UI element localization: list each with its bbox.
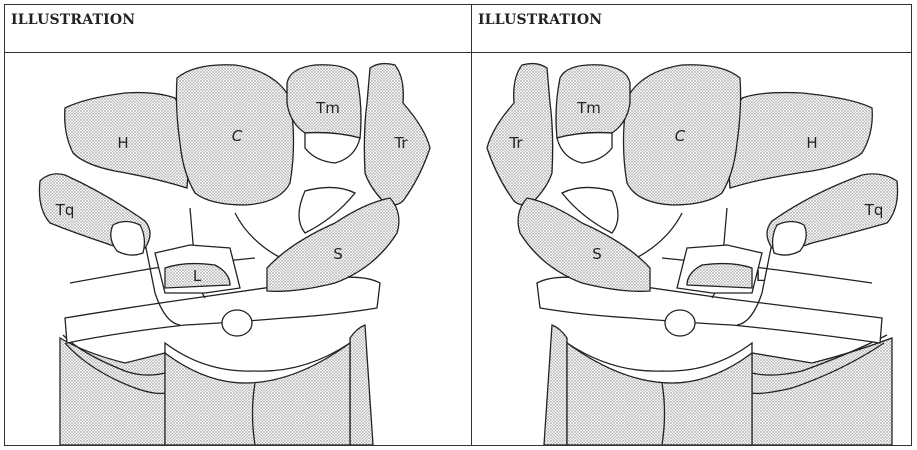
lunate-label: L: [756, 267, 765, 285]
trapezium-label: Tr: [393, 134, 408, 152]
trapezoid-lower: [557, 133, 612, 163]
ulnar-head: [665, 310, 695, 336]
pisiform: [773, 222, 807, 256]
triquetrum-label: Tq: [55, 201, 75, 219]
right-panel: ILLUSTRATION: [472, 5, 912, 445]
trapezium-label: Tr: [508, 134, 523, 152]
left-panel-title: ILLUSTRATION: [5, 5, 471, 53]
trapezoid-label: Tm: [315, 99, 340, 117]
hamate-bone: [727, 93, 872, 188]
right-panel-title: ILLUSTRATION: [472, 5, 912, 53]
hamate-label: H: [806, 134, 817, 152]
ulnar-head: [222, 310, 252, 336]
left-panel: ILLUSTRATION: [5, 5, 472, 445]
scaphoid-label: S: [592, 245, 602, 263]
left-wrist-diagram: H C Tm Tr Tq L S: [5, 53, 471, 445]
lunate-label: L: [193, 267, 202, 285]
trapezoid-lower: [305, 133, 360, 163]
capitate-label: C: [232, 127, 243, 145]
right-wrist-diagram: H C Tm Tr Tq L S: [472, 53, 912, 445]
illustration-frame: ILLUSTRATION: [4, 4, 912, 446]
pisiform: [111, 222, 145, 256]
radius-shaft-right: [544, 325, 567, 445]
scaphoid-label: S: [333, 245, 343, 263]
hamate-label: H: [117, 134, 128, 152]
radius-shaft-right: [350, 325, 373, 445]
triquetrum-label: Tq: [864, 201, 884, 219]
trapezoid-label: Tm: [576, 99, 601, 117]
capitate-label: C: [675, 127, 686, 145]
